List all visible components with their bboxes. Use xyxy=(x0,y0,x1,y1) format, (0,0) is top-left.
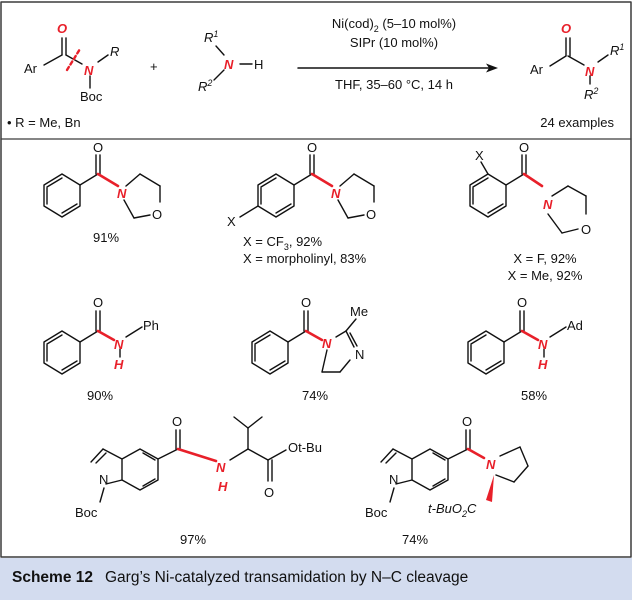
p1-carbonyl-o: O xyxy=(93,140,103,155)
ar-label: Ar xyxy=(24,61,38,76)
product-o-label: O xyxy=(561,21,571,36)
p8-ester-label: t-BuO2C xyxy=(428,501,477,519)
catalyst-label: Ni(cod)2 (5–10 mol%) xyxy=(332,16,456,34)
p4-amide-h: H xyxy=(114,357,124,372)
product-7-indole-valine: O N H O Ot-Bu N Boc 97% xyxy=(75,414,322,547)
p8-yield: 74% xyxy=(402,532,428,547)
p5-ring-n: N xyxy=(355,347,364,362)
amine-n-label: N xyxy=(224,57,234,72)
r-definition: • R = Me, Bn xyxy=(7,115,81,130)
product-ar-label: Ar xyxy=(530,62,544,77)
p1-yield: 91% xyxy=(93,230,119,245)
product-r2-label: R2 xyxy=(584,86,598,102)
r2-label: R2 xyxy=(198,78,212,94)
product-r1-label: R1 xyxy=(610,42,624,58)
r1-label: R1 xyxy=(204,29,218,45)
p7-yield: 97% xyxy=(180,532,206,547)
p8-wedge-bond xyxy=(486,475,494,502)
p8-carbonyl-o: O xyxy=(462,414,472,429)
ligand-label: SIPr (10 mol%) xyxy=(350,35,438,50)
p2-yield-cf3: X = CF3, 92% xyxy=(243,234,323,252)
p3-yield-me: X = Me, 92% xyxy=(508,268,583,283)
p8-amide-n: N xyxy=(486,457,496,472)
product-6-n-adamantyl-amide: O N H Ad 58% xyxy=(467,295,583,403)
p1-amide-n: N xyxy=(117,186,127,201)
product-2-para-substituted: O N O X X = CF3, 92% X = morpholinyl, 83… xyxy=(227,140,376,266)
product-3-ortho-substituted: O N O X X = F, 92% X = Me, 92% xyxy=(469,140,591,283)
p5-carbonyl-o: O xyxy=(301,295,311,310)
p4-yield: 90% xyxy=(87,388,113,403)
p4-ph-label: Ph xyxy=(143,318,159,333)
reaction-scheme: Ar O N R Boc + R1 N H R2 Ni(cod)2 (5–10 … xyxy=(0,1,632,558)
caption-text: Scheme 12 Garg’s Ni-catalyzed transamidat… xyxy=(12,569,468,587)
p7-amide-h: H xyxy=(218,479,228,494)
p6-yield: 58% xyxy=(521,388,547,403)
p5-yield: 74% xyxy=(302,388,328,403)
examples-count: 24 examples xyxy=(540,115,614,130)
p2-yield-morpholinyl: X = morpholinyl, 83% xyxy=(243,251,367,266)
p5-amide-n: N xyxy=(322,336,332,351)
p2-carbonyl-o: O xyxy=(307,140,317,155)
p7-amide-n: N xyxy=(216,460,226,475)
scheme-caption: Scheme 12 Garg’s Ni-catalyzed transamidat… xyxy=(0,558,632,600)
p6-ad-label: Ad xyxy=(567,318,583,333)
product-n-label: N xyxy=(585,64,595,79)
p7-carbonyl-o: O xyxy=(172,414,182,429)
reactant-amide: Ar O N R Boc xyxy=(24,21,119,104)
p3-amide-n: N xyxy=(543,197,553,212)
p7-boc-label: Boc xyxy=(75,505,98,520)
caption-description: Garg’s Ni-catalyzed transamidation by N–… xyxy=(105,569,469,586)
boc-label: Boc xyxy=(80,89,103,104)
p7-ester-o: O xyxy=(264,485,274,500)
product-general: Ar O N R1 R2 xyxy=(530,21,624,102)
product-1-morpholine-amide: O N O 91% xyxy=(43,140,162,245)
amine-h-label: H xyxy=(254,57,263,72)
p2-amide-n: N xyxy=(331,186,341,201)
p2-ring-o: O xyxy=(366,207,376,222)
p3-carbonyl-o: O xyxy=(519,140,529,155)
caption-label: Scheme 12 xyxy=(12,569,93,586)
p1-ring-o: O xyxy=(152,207,162,222)
p6-amide-h: H xyxy=(538,357,548,372)
p7-ester-label: Ot-Bu xyxy=(288,440,322,455)
p8-indole-n: N xyxy=(389,472,398,487)
carbonyl-o-label: O xyxy=(57,21,67,36)
product-8-indole-proline: O N N Boc t-BuO2C 74% xyxy=(365,414,529,547)
p3-ring-o: O xyxy=(581,222,591,237)
p3-yield-f: X = F, 92% xyxy=(513,251,577,266)
product-5-imidazoline-amide: O N N Me 74% xyxy=(251,295,368,403)
p6-amide-n: N xyxy=(538,337,548,352)
scheme-frame xyxy=(0,1,632,558)
conditions-label: THF, 35–60 °C, 14 h xyxy=(335,77,453,92)
p6-carbonyl-o: O xyxy=(517,295,527,310)
p3-x-label: X xyxy=(475,148,484,163)
cleavage-mark xyxy=(65,47,82,72)
amide-n-label: N xyxy=(84,63,94,78)
plus-sign: + xyxy=(150,59,158,74)
product-4-n-phenyl-amide: O N H Ph 90% xyxy=(43,295,159,403)
p4-carbonyl-o: O xyxy=(93,295,103,310)
p8-boc-label: Boc xyxy=(365,505,388,520)
r-label: R xyxy=(110,44,119,59)
reaction-arrow xyxy=(297,63,498,73)
p2-x-label: X xyxy=(227,214,236,229)
p5-me-label: Me xyxy=(350,304,368,319)
p4-amide-n: N xyxy=(114,337,124,352)
reactant-amine: R1 N H R2 xyxy=(198,29,263,94)
p7-indole-n: N xyxy=(99,472,108,487)
